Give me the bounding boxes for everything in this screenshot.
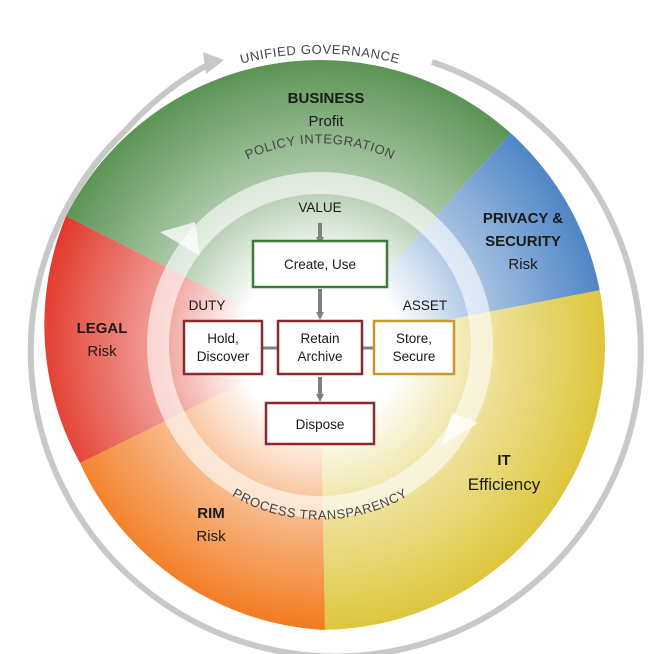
business-subtitle: Profit xyxy=(308,113,344,130)
privacy-title-line1: PRIVACY & xyxy=(483,210,563,227)
business-title: BUSINESS xyxy=(288,90,365,107)
retain-archive-box xyxy=(276,319,364,376)
rim-subtitle: Risk xyxy=(196,528,226,545)
governance-arrow-icon xyxy=(203,52,224,74)
hold-label-line1: Hold, xyxy=(207,331,239,346)
hold-label-line2: Discover xyxy=(197,349,250,364)
store-label-line1: Store, xyxy=(396,331,432,346)
privacy-title-line2: SECURITY xyxy=(485,233,561,250)
it-subtitle: Efficiency xyxy=(468,475,541,494)
retain-label-line2: Archive xyxy=(297,349,342,364)
dispose-label: Dispose xyxy=(296,417,345,432)
asset-label: ASSET xyxy=(403,298,447,313)
legal-subtitle: Risk xyxy=(87,343,117,360)
value-label: VALUE xyxy=(298,200,341,215)
privacy-subtitle: Risk xyxy=(508,256,538,273)
cycle-arrow-left-icon xyxy=(160,222,200,256)
retain-label-line1: Retain xyxy=(300,331,339,346)
duty-label: DUTY xyxy=(189,298,226,313)
store-secure-box xyxy=(372,319,456,376)
it-title: IT xyxy=(497,452,510,469)
create-use-box xyxy=(251,239,389,289)
rim-title: RIM xyxy=(197,505,225,522)
hold-discover-box xyxy=(182,319,264,376)
cycle-arrow-right-icon xyxy=(442,413,478,445)
governance-ring-left xyxy=(123,59,215,132)
legal-title: LEGAL xyxy=(77,320,128,337)
process-cycle-ring xyxy=(147,172,493,518)
dispose-box xyxy=(264,401,376,446)
create-use-label: Create, Use xyxy=(284,257,356,272)
store-label-line2: Secure xyxy=(393,349,436,364)
governance-ring-right xyxy=(27,59,644,654)
